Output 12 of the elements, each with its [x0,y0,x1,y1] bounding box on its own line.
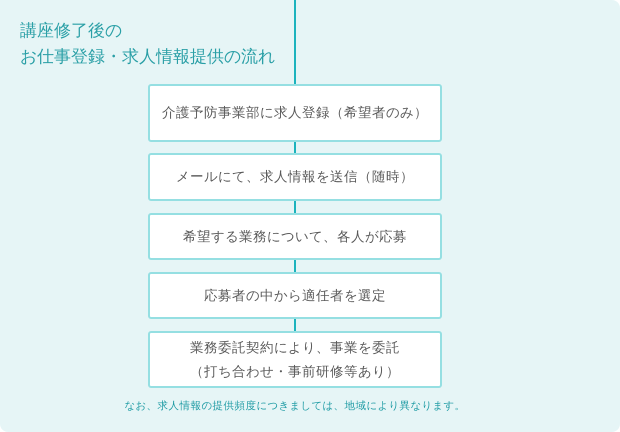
step-box: 応募者の中から適任者を選定 [148,272,442,319]
step-box: 希望する業務について、各人が応募 [148,213,442,260]
footnote: なお、求人情報の提供頻度につきましては、地域により異なります。 [124,399,466,414]
step-box: 介護予防事業部に求人登録（希望者のみ） [148,84,442,142]
connector-line [294,142,296,153]
connector-line [294,0,296,84]
connector-line [294,319,296,331]
diagram-title: 講座修了後のお仕事登録・求人情報提供の流れ [20,20,276,69]
step-box: 業務委託契約により、事業を委託（打ち合わせ・事前研修等あり） [148,331,442,388]
connector-line [294,201,296,213]
connector-line [294,260,296,272]
step-box: メールにて、求人情報を送信（随時） [148,153,442,201]
